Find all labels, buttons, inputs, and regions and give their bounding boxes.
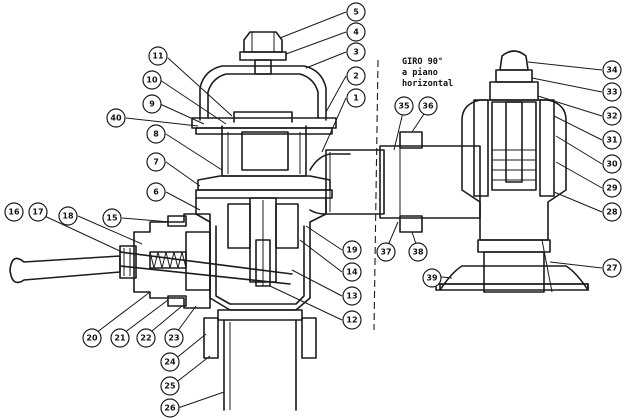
callout-4: 4 <box>346 22 366 42</box>
callout-14: 14 <box>342 262 362 282</box>
svg-text:19: 19 <box>346 246 358 255</box>
svg-text:12: 12 <box>346 316 357 325</box>
svg-text:7: 7 <box>153 158 159 167</box>
callout-22: 22 <box>136 328 156 348</box>
rotation-divider <box>373 59 379 331</box>
svg-text:24: 24 <box>164 358 176 367</box>
callout-34: 34 <box>602 60 622 80</box>
callout-30: 30 <box>602 154 622 174</box>
svg-text:26: 26 <box>164 404 176 413</box>
callout-26: 26 <box>160 398 180 418</box>
svg-text:30: 30 <box>606 160 618 169</box>
callout-6: 6 <box>146 182 166 202</box>
callout-39: 39 <box>422 268 442 288</box>
svg-text:37: 37 <box>380 248 391 257</box>
svg-text:33: 33 <box>606 88 617 97</box>
callout-20: 20 <box>82 328 102 348</box>
callout-7: 7 <box>146 152 166 172</box>
svg-text:1: 1 <box>353 94 359 103</box>
callout-9: 9 <box>142 94 162 114</box>
svg-text:38: 38 <box>412 248 424 257</box>
callout-36: 36 <box>418 96 438 116</box>
rotation-note: GIRO 90° a piano horizontal <box>402 57 453 89</box>
callout-19: 19 <box>342 240 362 260</box>
svg-text:35: 35 <box>398 102 410 111</box>
svg-text:15: 15 <box>106 214 118 223</box>
callout-40: 40 <box>106 108 126 128</box>
callout-28: 28 <box>602 202 622 222</box>
svg-text:11: 11 <box>152 52 164 61</box>
callout-21: 21 <box>110 328 130 348</box>
svg-text:27: 27 <box>606 264 617 273</box>
svg-text:21: 21 <box>114 334 126 343</box>
callout-25: 25 <box>160 376 180 396</box>
callout-bubbles: 5 4 3 2 1 11 10 9 40 8 7 6 15 18 17 16 1… <box>4 2 622 418</box>
callout-12: 12 <box>342 310 362 330</box>
svg-text:23: 23 <box>168 334 179 343</box>
main-valve-body <box>191 31 385 411</box>
svg-text:18: 18 <box>62 212 74 221</box>
svg-text:31: 31 <box>606 136 618 145</box>
callout-16: 16 <box>4 202 24 222</box>
svg-text:16: 16 <box>8 208 20 217</box>
leader-lines <box>35 11 603 409</box>
svg-text:39: 39 <box>426 274 438 283</box>
callout-37: 37 <box>376 242 396 262</box>
callout-8: 8 <box>146 124 166 144</box>
svg-text:9: 9 <box>149 100 155 109</box>
callout-31: 31 <box>602 130 622 150</box>
callout-2: 2 <box>346 66 366 86</box>
callout-15: 15 <box>102 208 122 228</box>
side-tap-assembly <box>9 213 293 309</box>
note-line-3: horizontal <box>402 78 453 89</box>
svg-text:13: 13 <box>346 292 357 301</box>
svg-text:25: 25 <box>164 382 176 391</box>
svg-text:20: 20 <box>86 334 98 343</box>
note-line-1: GIRO 90° <box>402 57 443 67</box>
callout-23: 23 <box>164 328 184 348</box>
callout-29: 29 <box>602 178 622 198</box>
callout-18: 18 <box>58 206 78 226</box>
callout-1: 1 <box>346 88 366 108</box>
svg-text:22: 22 <box>140 334 151 343</box>
callout-11: 11 <box>148 46 168 66</box>
callout-27: 27 <box>602 258 622 278</box>
svg-text:5: 5 <box>353 8 359 17</box>
callout-13: 13 <box>342 286 362 306</box>
callout-24: 24 <box>160 352 180 372</box>
rotated-valve-view <box>379 50 589 293</box>
svg-text:10: 10 <box>146 76 158 85</box>
svg-text:8: 8 <box>153 130 159 139</box>
svg-text:28: 28 <box>606 208 618 217</box>
svg-text:29: 29 <box>606 184 618 193</box>
svg-text:4: 4 <box>353 28 359 37</box>
svg-text:32: 32 <box>606 112 617 121</box>
svg-text:34: 34 <box>606 66 618 75</box>
svg-text:6: 6 <box>153 188 159 197</box>
callout-35: 35 <box>394 96 414 116</box>
callout-3: 3 <box>346 42 366 62</box>
svg-text:3: 3 <box>353 48 359 57</box>
callout-33: 33 <box>602 82 622 102</box>
svg-text:17: 17 <box>32 208 43 217</box>
callout-17: 17 <box>28 202 48 222</box>
svg-text:40: 40 <box>110 114 122 123</box>
callout-5: 5 <box>346 2 366 22</box>
svg-text:14: 14 <box>346 268 358 277</box>
callout-38: 38 <box>408 242 428 262</box>
callout-10: 10 <box>142 70 162 90</box>
note-line-2: a piano <box>402 67 438 78</box>
callout-32: 32 <box>602 106 622 126</box>
svg-text:2: 2 <box>353 72 359 81</box>
svg-text:36: 36 <box>422 102 434 111</box>
